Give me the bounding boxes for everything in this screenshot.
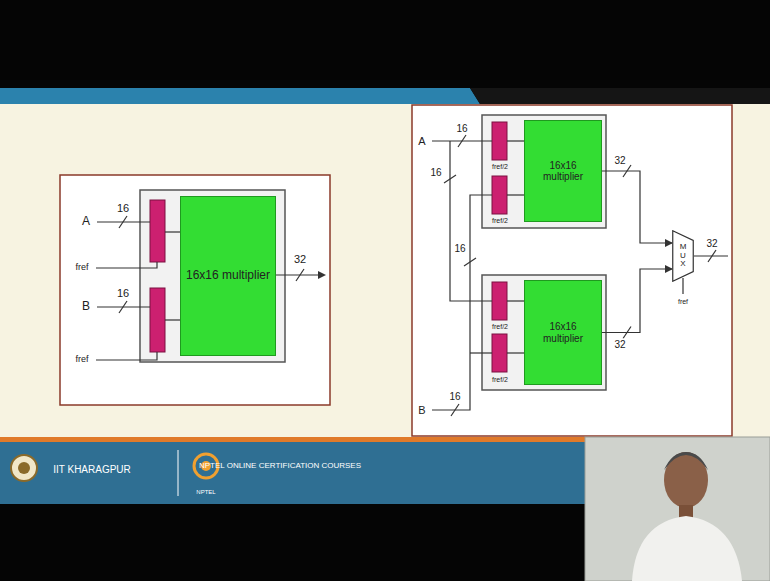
bus-width: 16 [454,243,465,254]
logo-text: NPTEL [196,489,215,496]
course-banner: NPTEL ONLINE CERTIFICATION COURSES [199,462,361,471]
bus-connector [602,171,672,243]
node-text: 16x16 multiplier [525,160,601,183]
bus-width: 32 [613,155,626,166]
clock-name: fref/2 [492,217,508,225]
node-text: 16x16 multiplier [525,321,601,344]
signal-name: A [418,135,425,147]
clock-name: fref [75,355,88,365]
clock-name: fref/2 [492,323,508,331]
bus-width: 32 [706,238,717,249]
clock-name: fref [678,298,688,306]
bus-width: 16 [117,202,129,214]
bus-width: 16 [430,167,441,178]
multiplier-box: 16x16 multiplier [524,120,602,222]
institute-name: IIT KHARAGPUR [53,464,131,475]
bus-width: 16 [449,391,460,402]
clock-name: fref/2 [492,163,508,171]
node-text: MUX [679,243,687,269]
bus-width: 32 [613,339,626,350]
clock-name: fref/2 [492,376,508,384]
signal-name: A [82,215,90,228]
bus-width: 16 [117,287,129,299]
bus-width: 32 [294,253,306,265]
signal-name: B [82,300,90,313]
bus-slash [623,327,631,339]
mux-symbol: MUX [672,230,694,282]
signal-name: B [418,404,425,416]
node-text: 16x16 multiplier [182,269,274,283]
bus-connector [602,269,672,333]
bus-slash [623,165,631,177]
bus-width: 16 [456,123,467,134]
multiplier-box: 16x16 multiplier [524,280,602,385]
multiplier-box: 16x16 multiplier [180,196,276,356]
clock-name: fref [75,263,88,273]
